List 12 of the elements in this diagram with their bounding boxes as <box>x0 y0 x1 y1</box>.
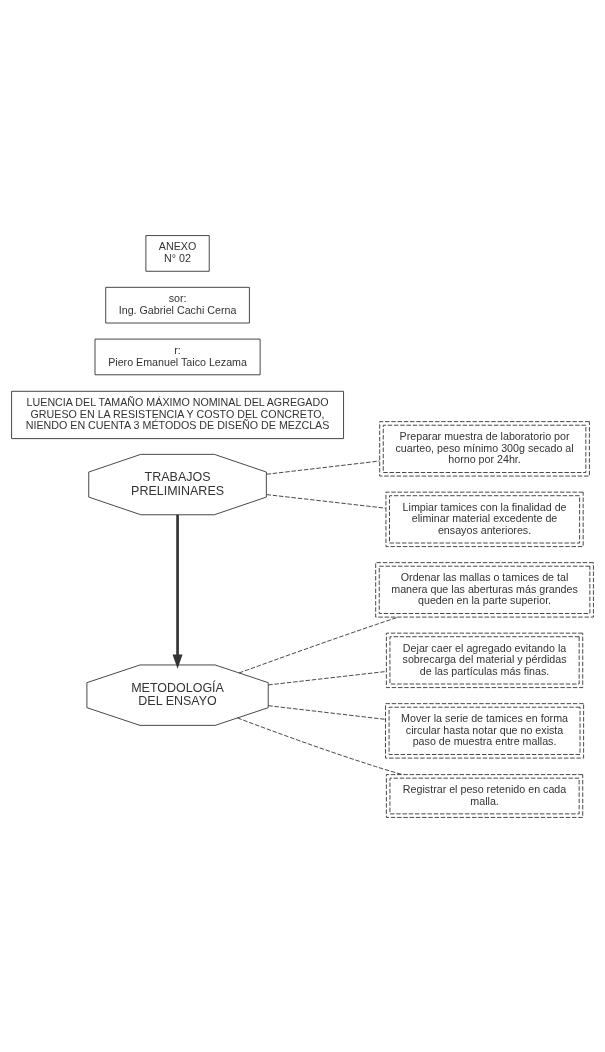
connector <box>267 704 386 720</box>
arrow <box>172 514 183 669</box>
connector <box>237 717 403 775</box>
node-box: Registrar el peso retenido en cada malla. <box>385 773 584 818</box>
node-box: LUENCIA DEL TAMAÑO MÁXIMO NOMINAL DEL AGREGADO GRUESO EN LA RESISTENCIA Y COSTO DEL CONCRETO, NIENDO EN CUENTA 3 MÉTODOS DE DISEÑO DE MEZCLAS <box>11 390 344 439</box>
node-box: sor: Ing. Gabriel Cachi Cerna <box>105 286 250 323</box>
connector <box>266 460 381 475</box>
node-box: ANEXO N° 02 <box>145 234 210 272</box>
node-box: r: Piero Emanuel Taico Lezama <box>94 338 261 375</box>
connector <box>238 616 399 673</box>
connector <box>266 493 387 509</box>
connector <box>267 670 387 685</box>
